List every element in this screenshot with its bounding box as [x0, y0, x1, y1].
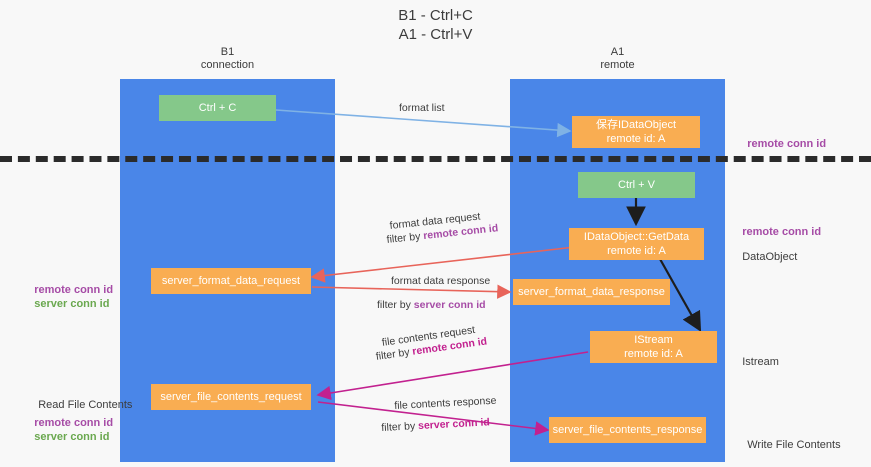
- side-label-dataobject: DataObject: [730, 236, 797, 278]
- side-label-left-server-conn-id-mid: server conn id: [22, 283, 109, 325]
- node-ctrl-c[interactable]: Ctrl + C: [159, 95, 276, 121]
- side-label-remote-conn-id-mid: remote conn id: [730, 211, 821, 253]
- column-header-a1: A1 remote: [510, 46, 725, 72]
- side-label-istream-text: Istream: [742, 356, 779, 368]
- node-server-file-contents-response-label: server_file_contents_response: [552, 424, 703, 436]
- node-server-file-contents-request[interactable]: server_file_contents_request: [151, 384, 311, 410]
- phase-divider: [0, 156, 871, 162]
- column-header-a1-name: A1: [610, 46, 625, 58]
- node-istream-line1: IStream: [634, 334, 673, 346]
- node-server-file-contents-response[interactable]: server_file_contents_response: [549, 417, 706, 443]
- node-ctrl-v-label: Ctrl + V: [618, 179, 655, 191]
- caption-format-list: format list: [399, 101, 445, 115]
- node-idataobject-getdata[interactable]: IDataObject::GetData remote id: A: [569, 228, 704, 260]
- node-server-format-data-request[interactable]: server_format_data_request: [151, 268, 311, 294]
- edge-format-data-response: [311, 284, 512, 299]
- side-label-read-file-contents-text: Read File Contents: [38, 399, 133, 411]
- caption-format-data-response: format data response: [391, 274, 490, 288]
- side-label-left-remote-conn-id-mid-text: remote conn id: [34, 284, 114, 296]
- side-label-remote-conn-id-top-text: remote conn id: [747, 138, 827, 150]
- edge-file-contents-request: [316, 351, 589, 401]
- side-label-istream: Istream: [730, 341, 779, 383]
- column-header-b1-role: connection: [200, 59, 255, 71]
- side-label-remote-conn-id-mid-text: remote conn id: [742, 226, 822, 238]
- caption-filter-prefix-4: filter by: [381, 420, 419, 434]
- node-server-format-data-response-label: server_format_data_response: [518, 286, 665, 298]
- node-ctrl-c-label: Ctrl + C: [198, 102, 237, 114]
- column-header-b1: B1 connection: [120, 46, 335, 72]
- caption-filter-prefix: filter by: [386, 230, 424, 246]
- side-label-write-file-contents: Write File Contents: [735, 424, 841, 466]
- caption-filter-server-conn-id: server conn id: [413, 299, 486, 311]
- side-label-remote-conn-id-top: remote conn id: [735, 123, 826, 165]
- caption-filter-server-conn-id-2: server conn id: [417, 416, 491, 433]
- side-label-left-remote-conn-id-bottom: remote conn id: [22, 402, 113, 444]
- edge-getdata-to-istream: [659, 258, 702, 332]
- side-label-left-remote-conn-id-bottom-text: remote conn id: [34, 417, 114, 429]
- side-label-left-remote-conn-id-mid: remote conn id: [22, 269, 113, 311]
- side-label-read-file-contents: Read File Contents: [26, 384, 132, 426]
- node-getdata-line1: IDataObject::GetData: [583, 231, 690, 243]
- node-ctrl-v[interactable]: Ctrl + V: [578, 172, 695, 198]
- node-save-idataobject-line1: 保存IDataObject: [595, 119, 677, 131]
- caption-format-data-response-filter: filter by server conn id: [377, 298, 486, 312]
- caption-format-list-text: format list: [399, 102, 445, 114]
- node-save-idataobject-line2: remote id: A: [606, 133, 666, 145]
- side-label-left-server-conn-id-mid-text: server conn id: [34, 298, 110, 310]
- title-line-2: A1 - Ctrl+V: [398, 26, 473, 43]
- node-istream-line2: remote id: A: [624, 348, 683, 360]
- side-label-left-server-conn-id-bottom: server conn id: [22, 416, 109, 458]
- node-getdata-line2: remote id: A: [607, 245, 666, 257]
- side-label-left-server-conn-id-bottom-text: server conn id: [34, 431, 110, 443]
- title-line-1: B1 - Ctrl+C: [398, 7, 473, 24]
- side-label-write-file-contents-text: Write File Contents: [747, 439, 841, 451]
- node-save-idataobject[interactable]: 保存IDataObject remote id: A: [572, 116, 700, 148]
- node-server-format-data-response[interactable]: server_format_data_response: [513, 279, 670, 305]
- page-title: B1 - Ctrl+C A1 - Ctrl+V: [0, 6, 871, 44]
- side-label-dataobject-text: DataObject: [742, 251, 798, 263]
- column-header-a1-role: remote: [600, 59, 635, 71]
- node-istream[interactable]: IStream remote id: A: [590, 331, 717, 363]
- edge-format-data-request: [310, 246, 576, 283]
- caption-format-data-response-text: format data response: [391, 275, 491, 287]
- edge-file-contents-response: [317, 401, 550, 436]
- node-server-format-data-request-label: server_format_data_request: [161, 275, 301, 287]
- edge-format-list: [275, 109, 572, 138]
- column-header-b1-name: B1: [220, 46, 235, 58]
- caption-filter-prefix-2: filter by: [377, 299, 414, 311]
- node-server-file-contents-request-label: server_file_contents_request: [160, 391, 302, 403]
